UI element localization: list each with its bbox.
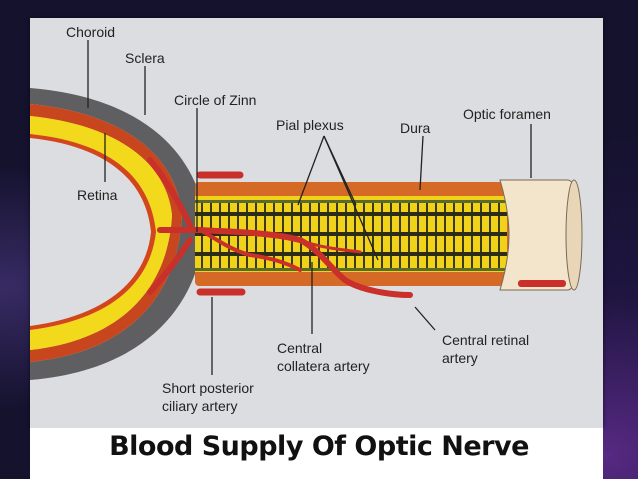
leader-lines (87, 40, 532, 375)
label-short-posterior-ciliary-line1: Short posterior (162, 380, 254, 396)
choroid-layer (30, 104, 182, 362)
label-optic-foramen: Optic foramen (463, 106, 551, 122)
label-dura: Dura (400, 120, 431, 136)
label-central-retinal-artery-line1: Central retinal (442, 332, 529, 348)
optic-foramen-ring (499, 179, 583, 291)
arteries (147, 157, 413, 298)
sclera-layer (30, 88, 205, 380)
label-short-posterior-ciliary-line2: ciliary artery (162, 398, 237, 414)
title-bar (30, 428, 603, 479)
label-central-collateral-artery-line2: collatera artery (277, 358, 370, 374)
label-pial-plexus: Pial plexus (276, 117, 344, 133)
label-sclera: Sclera (125, 50, 165, 66)
label-retina: Retina (77, 187, 118, 203)
label-circle-of-zinn: Circle of Zinn (174, 92, 256, 108)
retina-layer (30, 116, 172, 350)
slide-title: Blood Supply Of Optic Nerve (109, 431, 529, 462)
label-central-retinal-artery-line2: artery (442, 350, 478, 366)
label-choroid: Choroid (66, 24, 115, 40)
label-central-collateral-artery-line1: Central (277, 340, 322, 356)
